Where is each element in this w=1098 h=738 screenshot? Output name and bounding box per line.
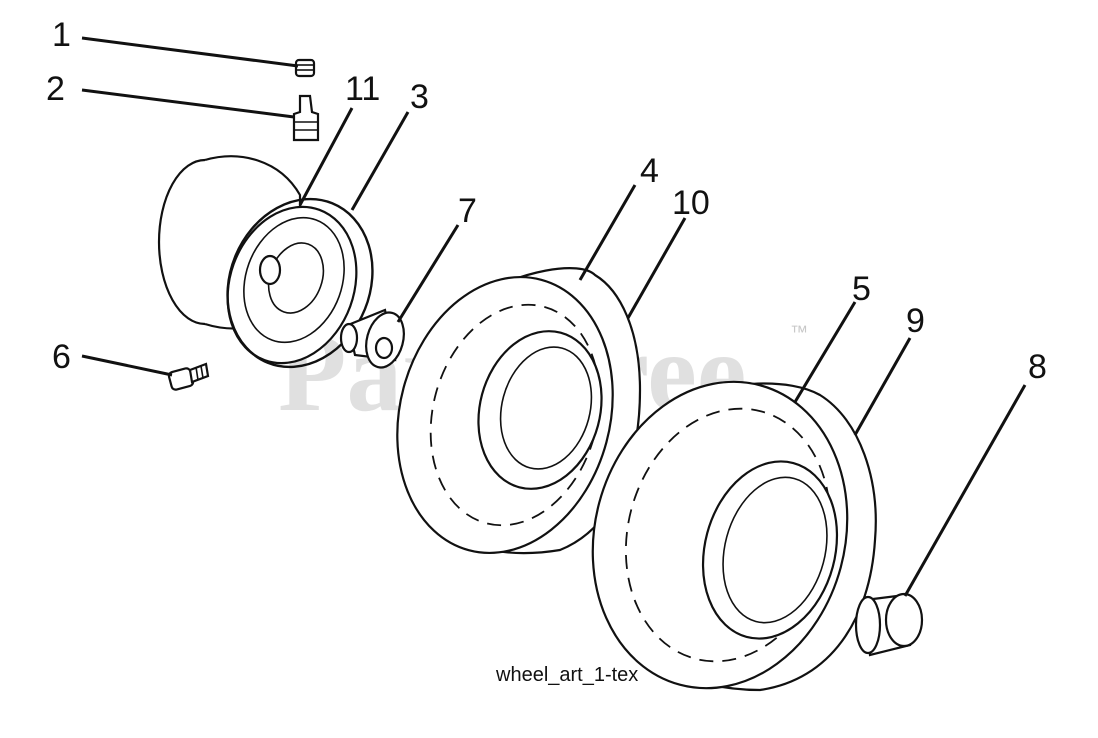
part-tire-bead-ring	[226, 197, 374, 369]
part-front-tire	[396, 267, 642, 555]
part-bushing	[339, 308, 405, 369]
callout-5: 5	[852, 270, 871, 308]
part-grease-fitting	[167, 362, 210, 391]
callout-3: 3	[410, 78, 429, 116]
leader-2	[81, 88, 295, 119]
leader-5	[793, 301, 857, 403]
callout-11: 11	[345, 70, 380, 108]
leader-9	[853, 337, 912, 436]
part-rear-tire	[591, 380, 877, 692]
callout-2: 2	[46, 70, 65, 108]
leader-10	[626, 217, 687, 319]
callout-4: 4	[640, 152, 659, 190]
callout-8: 8	[1028, 348, 1047, 386]
leader-11	[298, 107, 354, 206]
part-valve-cap	[294, 58, 316, 78]
callout-7: 7	[458, 192, 477, 230]
leader-4	[578, 184, 637, 281]
watermark-trademark: ™	[790, 322, 808, 342]
callout-1: 1	[52, 16, 71, 54]
callout-9: 9	[906, 302, 925, 340]
leader-7	[396, 224, 460, 323]
part-hub-cap	[854, 592, 924, 657]
leader-1	[81, 36, 299, 68]
leader-8	[903, 384, 1027, 597]
leader-3	[350, 111, 410, 211]
part-valve-stem	[292, 94, 320, 142]
callout-10: 10	[672, 184, 710, 222]
callout-6: 6	[52, 338, 71, 376]
figure-caption: wheel_art_1-tex	[495, 664, 638, 686]
leader-6	[81, 354, 173, 377]
callouts: 1 2 3 4 5 6 7 8 9 10 11	[46, 16, 1047, 386]
leader-lines	[81, 36, 1027, 597]
